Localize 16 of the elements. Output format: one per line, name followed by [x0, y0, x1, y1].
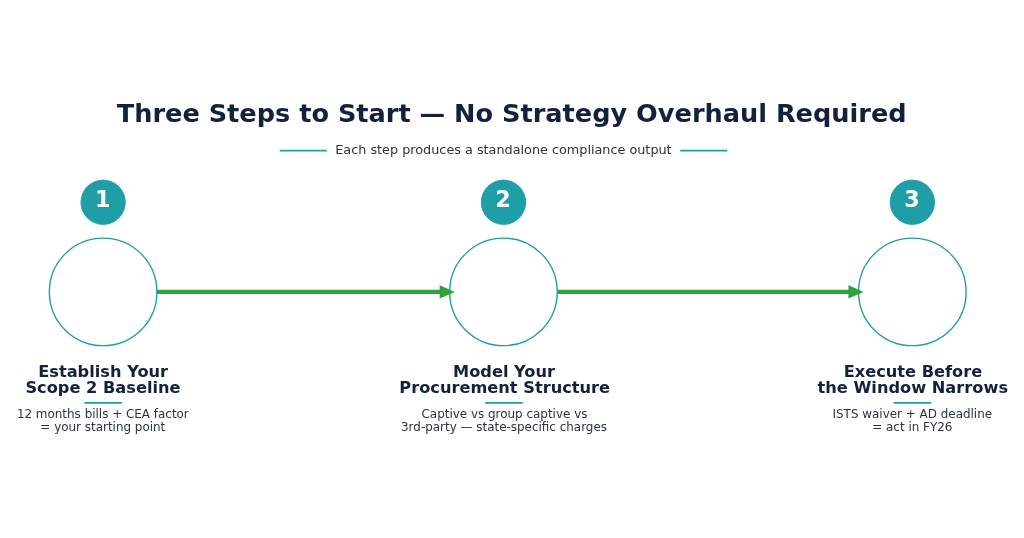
label: Each step produces a standalone compliance output	[335, 141, 672, 157]
node-circle: 3	[889, 179, 935, 225]
node-circle	[48, 236, 158, 346]
arrow	[156, 284, 455, 299]
node-label: Establish Your Scope 2 Baseline	[25, 361, 181, 397]
node-label: Model Your Procurement Structure	[399, 361, 611, 397]
arrow	[557, 284, 864, 299]
node-label: Execute Before the Window Narrows	[817, 361, 1009, 397]
node-label: Captive vs group captive vs 3rd-party — state-specific charges	[401, 406, 608, 434]
node-label: ISTS waiver + AD deadline = act in FY26	[832, 406, 993, 434]
node-circle: 2	[480, 179, 527, 225]
node-circle: 1	[80, 179, 126, 225]
node-circle	[449, 236, 558, 346]
diagram-title: Three Steps to Start — No Strategy Overhaul Required	[116, 97, 907, 128]
node-label: 12 months bills + CEA factor = your starting point	[16, 406, 189, 434]
node-circle	[857, 236, 967, 346]
